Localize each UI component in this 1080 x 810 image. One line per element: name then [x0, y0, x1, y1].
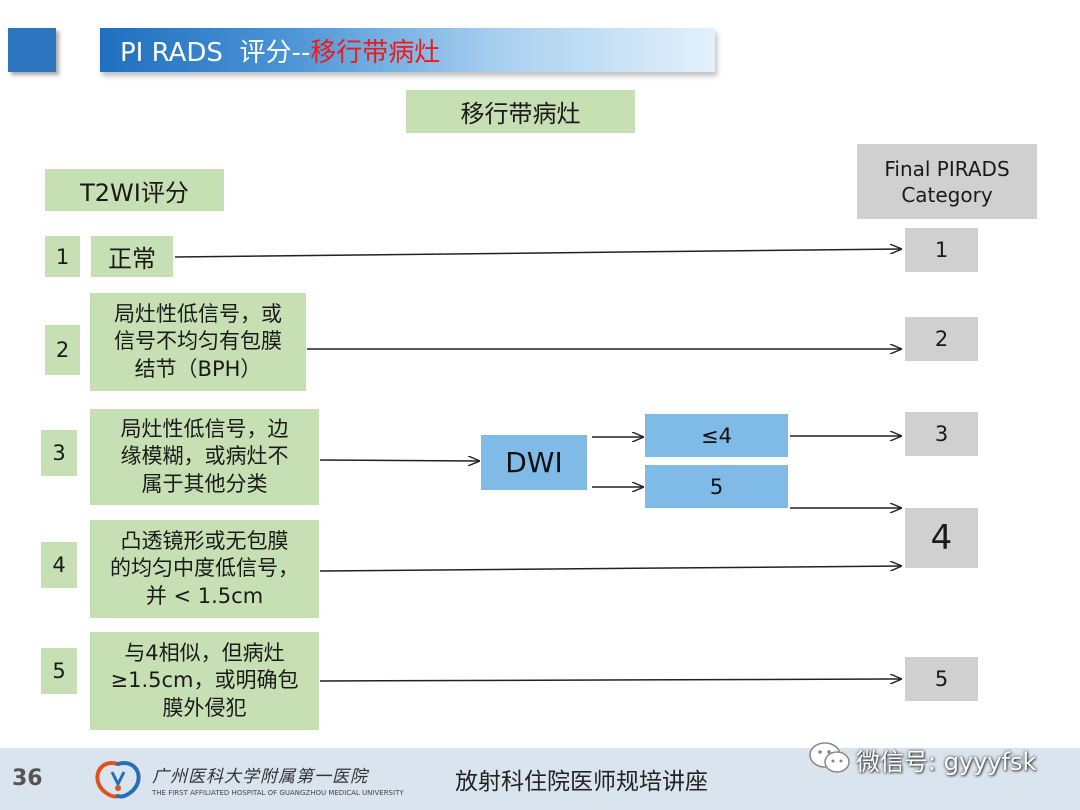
score-description-1: 正常	[91, 236, 173, 277]
arrow-5-to-final-5	[319, 679, 901, 681]
t2wi-header: T2WI评分	[45, 169, 224, 211]
title-prefix: PI RADS 评分--	[120, 37, 311, 68]
title-highlight: 移行带病灶	[310, 37, 441, 68]
score-number-2: 2	[45, 325, 80, 375]
score-number-4: 4	[41, 542, 77, 588]
final-category-1: 1	[905, 228, 978, 272]
score-number-3: 3	[41, 430, 77, 476]
final-category-4: 4	[905, 508, 978, 568]
zone-label: 移行带病灶	[406, 90, 635, 133]
dwi-branch-5: 5	[645, 465, 788, 508]
lecture-title: 放射科住院医师规培讲座	[455, 769, 708, 795]
arrow-3-to-dwi	[319, 460, 479, 461]
score-description-3: 局灶性低信号，边 缘模糊，或病灶不 属于其他分类	[90, 409, 319, 505]
score-number-5: 5	[41, 648, 77, 694]
corner-accent-square	[8, 28, 56, 72]
dwi-box: DWI	[481, 435, 587, 490]
wechat-icon	[809, 742, 850, 773]
final-category-5: 5	[905, 657, 978, 701]
arrow-1-to-final-1	[174, 249, 901, 258]
footer-bar	[0, 748, 1080, 810]
final-category-2: 2	[905, 317, 978, 361]
dwi-branch-le4: ≤4	[645, 414, 788, 457]
score-description-5: 与4相似，但病灶 ≥1.5cm，或明确包 膜外侵犯	[90, 632, 319, 730]
slide-number: 36	[12, 766, 43, 791]
final-category-header: Final PIRADS Category	[857, 144, 1037, 219]
score-description-4: 凸透镜形或无包膜 的均匀中度低信号， 并 < 1.5cm	[90, 520, 319, 618]
hospital-name-chinese: 广州医科大学附属第一医院	[152, 767, 368, 787]
score-number-1: 1	[45, 236, 80, 277]
slide-title-bar: PI RADS 评分--移行带病灶	[100, 28, 715, 72]
hospital-logo	[95, 761, 141, 799]
final-category-3: 3	[905, 412, 978, 456]
score-description-2: 局灶性低信号，或 信号不均匀有包膜 结节（BPH）	[90, 293, 306, 391]
wechat-watermark: 微信号: gyyyfsk	[856, 748, 1037, 776]
arrow-4-to-final-4	[319, 566, 901, 572]
hospital-name-english: THE FIRST AFFILIATED HOSPITAL OF GUANGZH…	[152, 789, 404, 797]
